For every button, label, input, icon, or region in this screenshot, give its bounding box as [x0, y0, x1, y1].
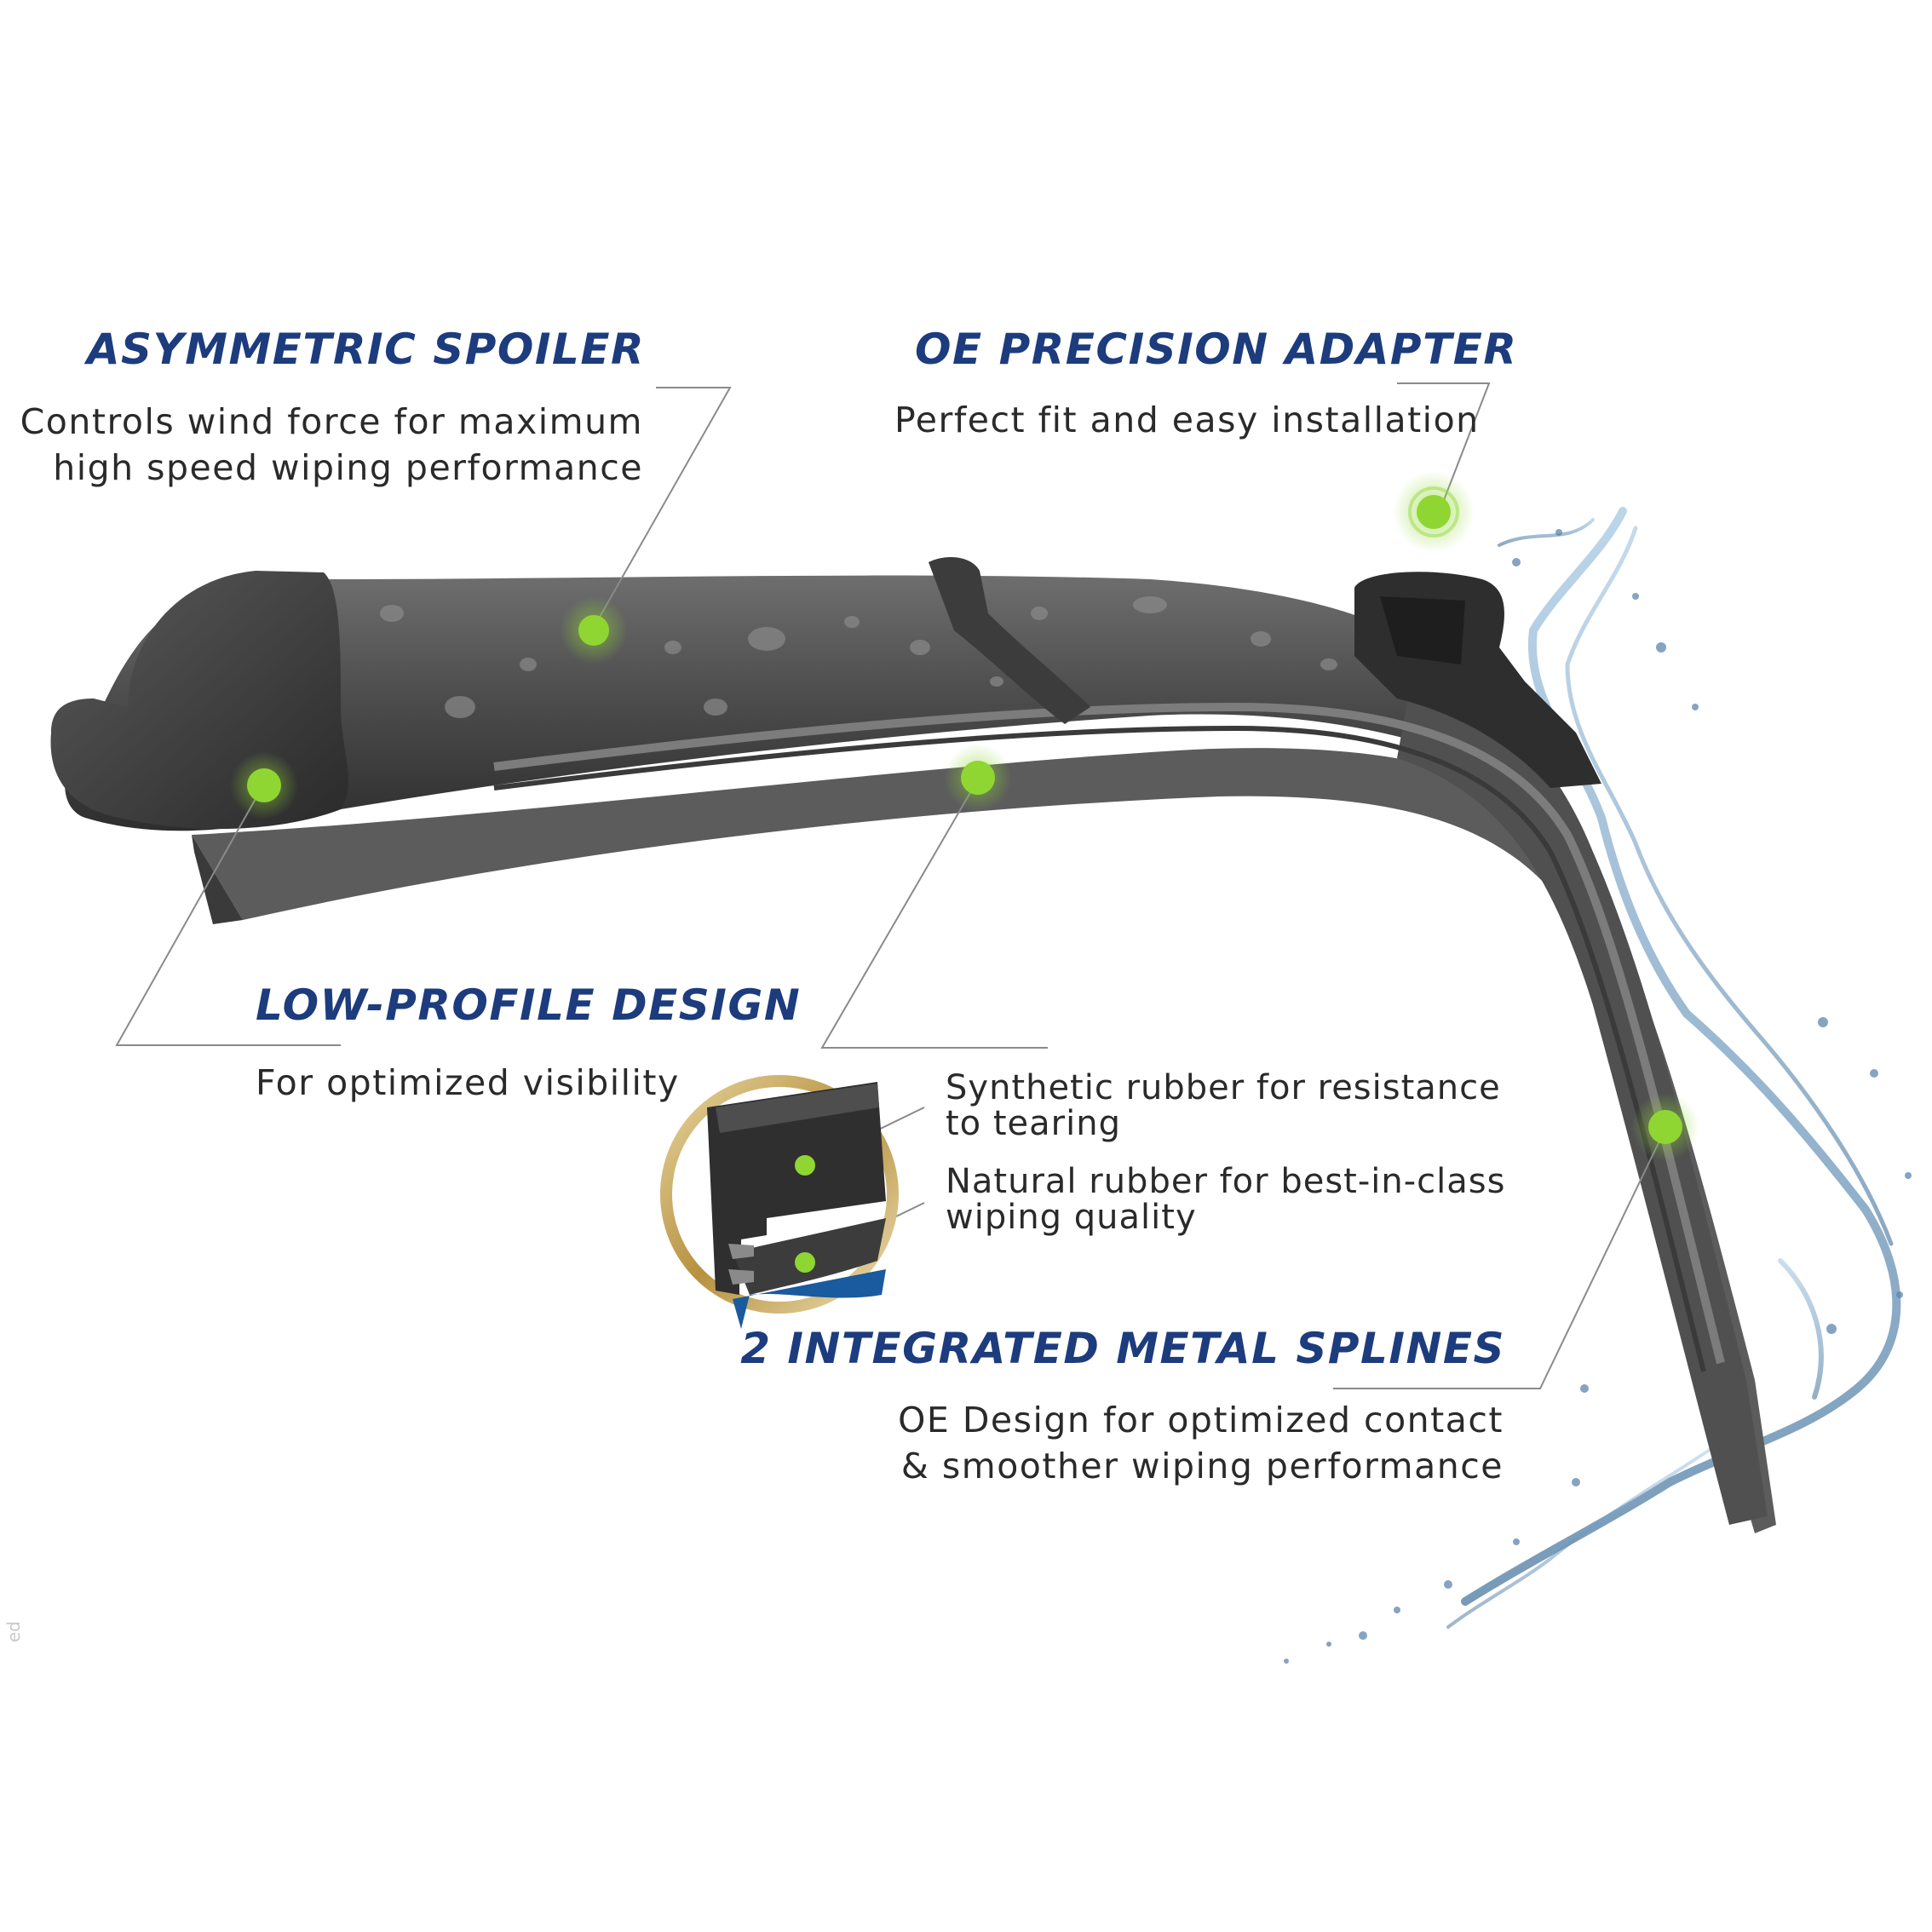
watermark-text: ed — [3, 1621, 24, 1642]
profile-line-1: For optimized visibility — [256, 1062, 680, 1103]
wiper-blade — [50, 557, 1776, 1533]
splines-description: OE Design for optimized contact & smooth… — [898, 1397, 1504, 1489]
water-splash-icon — [1446, 507, 1901, 1629]
adapter-description: Perfect fit and easy installation — [894, 397, 1480, 443]
spoiler-description: Controls wind force for maximum high spe… — [20, 399, 643, 491]
profile-title: LOW-PROFILE DESIGN — [256, 980, 802, 1030]
splines-line-1: OE Design for optimized contact — [898, 1400, 1504, 1440]
spoiler-line-2: high speed wiping performance — [53, 447, 643, 488]
adapter-line-1: Perfect fit and easy installation — [894, 400, 1480, 440]
adapter-title: OE PRECISION ADAPTER — [915, 325, 1518, 374]
synthetic-rubber-description: Synthetic rubber for resistance to teari… — [946, 1070, 1501, 1141]
water-droplets — [1284, 529, 1912, 1664]
natural-line-1: Natural rubber for best-in-class — [946, 1162, 1506, 1201]
spoiler-line-1: Controls wind force for maximum — [20, 401, 643, 442]
synthetic-line-1: Synthetic rubber for resistance — [946, 1068, 1501, 1107]
hotspot-icon — [230, 471, 1699, 1273]
synthetic-line-2: to tearing — [946, 1104, 1121, 1143]
splines-line-2: & smoother wiping performance — [900, 1446, 1504, 1486]
profile-description: For optimized visibility — [256, 1060, 680, 1106]
spoiler-title: ASYMMETRIC SPOILER — [86, 325, 645, 374]
natural-line-2: wiping quality — [946, 1198, 1197, 1237]
natural-rubber-description: Natural rubber for best-in-class wiping … — [946, 1164, 1505, 1235]
splines-title: 2 INTEGRATED METAL SPLINES — [740, 1324, 1505, 1373]
rubber-cross-section-icon — [660, 1075, 899, 1329]
